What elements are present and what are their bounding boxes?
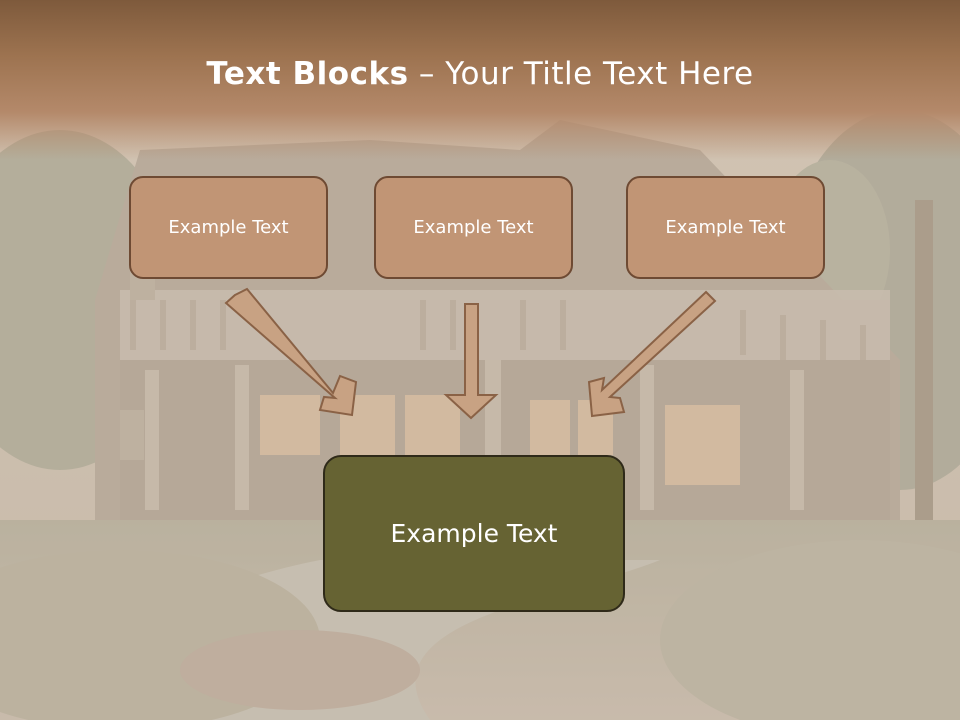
text-block-3[interactable]: Example Text — [626, 176, 825, 279]
text-block-2-label: Example Text — [413, 217, 534, 238]
title-dash: – — [408, 56, 446, 92]
title-rest: Your Title Text Here — [445, 56, 754, 92]
main-text-block-label: Example Text — [390, 519, 558, 548]
main-text-block[interactable]: Example Text — [323, 455, 625, 612]
title-bar — [0, 0, 960, 160]
text-block-1-label: Example Text — [168, 217, 289, 238]
text-block-3-label: Example Text — [665, 217, 786, 238]
slide-title: Text Blocks – Your Title Text Here — [0, 56, 960, 92]
title-bold: Text Blocks — [206, 56, 409, 92]
text-block-2[interactable]: Example Text — [374, 176, 573, 279]
text-block-1[interactable]: Example Text — [129, 176, 328, 279]
